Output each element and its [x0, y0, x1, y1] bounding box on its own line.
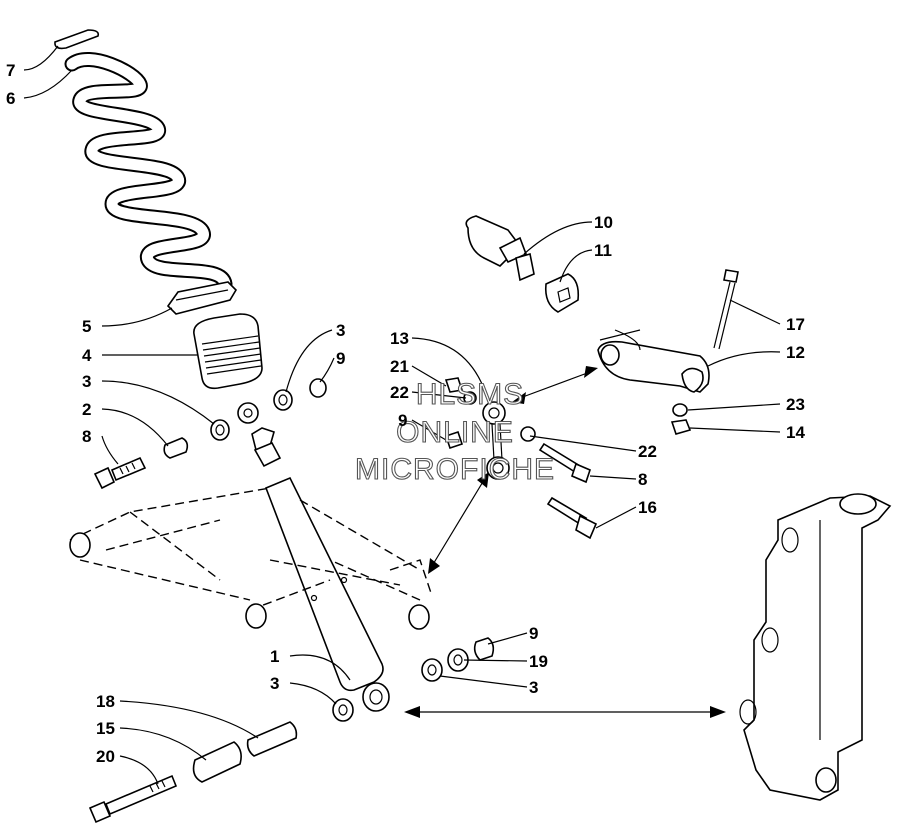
label-9: 9	[398, 411, 407, 430]
label-11: 11	[594, 241, 612, 260]
label-13: 13	[390, 329, 409, 348]
label-14: 14	[786, 423, 805, 442]
label-4: 4	[82, 346, 92, 365]
label-21: 21	[390, 357, 409, 376]
label-9: 9	[336, 349, 345, 368]
lower-hardware	[88, 637, 495, 824]
watermark: HLSMS ONLINE MICROFICHE	[354, 377, 555, 486]
leader-lines	[23, 45, 781, 785]
label-16: 16	[638, 498, 657, 517]
link-rod	[444, 377, 598, 540]
label-3: 3	[82, 372, 91, 391]
label-5: 5	[82, 317, 91, 336]
spring-cap	[54, 29, 100, 50]
spring-seat	[166, 281, 238, 315]
label-12: 12	[786, 343, 805, 362]
label-6: 6	[6, 89, 15, 108]
label-10: 10	[594, 213, 613, 232]
label-20: 20	[96, 747, 115, 766]
upper-washers	[163, 378, 327, 459]
label-18: 18	[96, 692, 115, 711]
spindle	[739, 493, 892, 801]
label-3: 3	[529, 678, 538, 697]
part-labels: 7 6 5 4 3 2 8 3 9 1 3 18 15 20 9 19 3 13…	[6, 61, 805, 766]
label-3: 3	[270, 674, 279, 693]
watermark-line-3: MICROFICHE	[355, 453, 555, 486]
actuator-motor	[465, 215, 580, 313]
arm-lever	[597, 269, 739, 435]
label-22: 22	[390, 383, 409, 402]
label-7: 7	[6, 61, 15, 80]
watermark-line-2: ONLINE	[396, 416, 514, 449]
label-2: 2	[82, 400, 91, 419]
shock-absorber	[237, 402, 390, 712]
label-8: 8	[638, 470, 647, 489]
label-22: 22	[638, 442, 657, 461]
arrow-lines	[404, 366, 726, 718]
coil-spring	[64, 52, 233, 292]
label-17: 17	[786, 315, 805, 334]
label-23: 23	[786, 395, 805, 414]
label-8: 8	[82, 427, 91, 446]
label-15: 15	[96, 719, 115, 738]
label-1: 1	[270, 647, 279, 666]
adjuster-collar	[193, 313, 263, 390]
upper-bolt	[93, 456, 147, 490]
watermark-line-1: HLSMS	[416, 378, 524, 411]
a-arm-outline	[69, 487, 433, 630]
label-3: 3	[336, 321, 345, 340]
label-9: 9	[529, 624, 538, 643]
label-19: 19	[529, 652, 548, 671]
